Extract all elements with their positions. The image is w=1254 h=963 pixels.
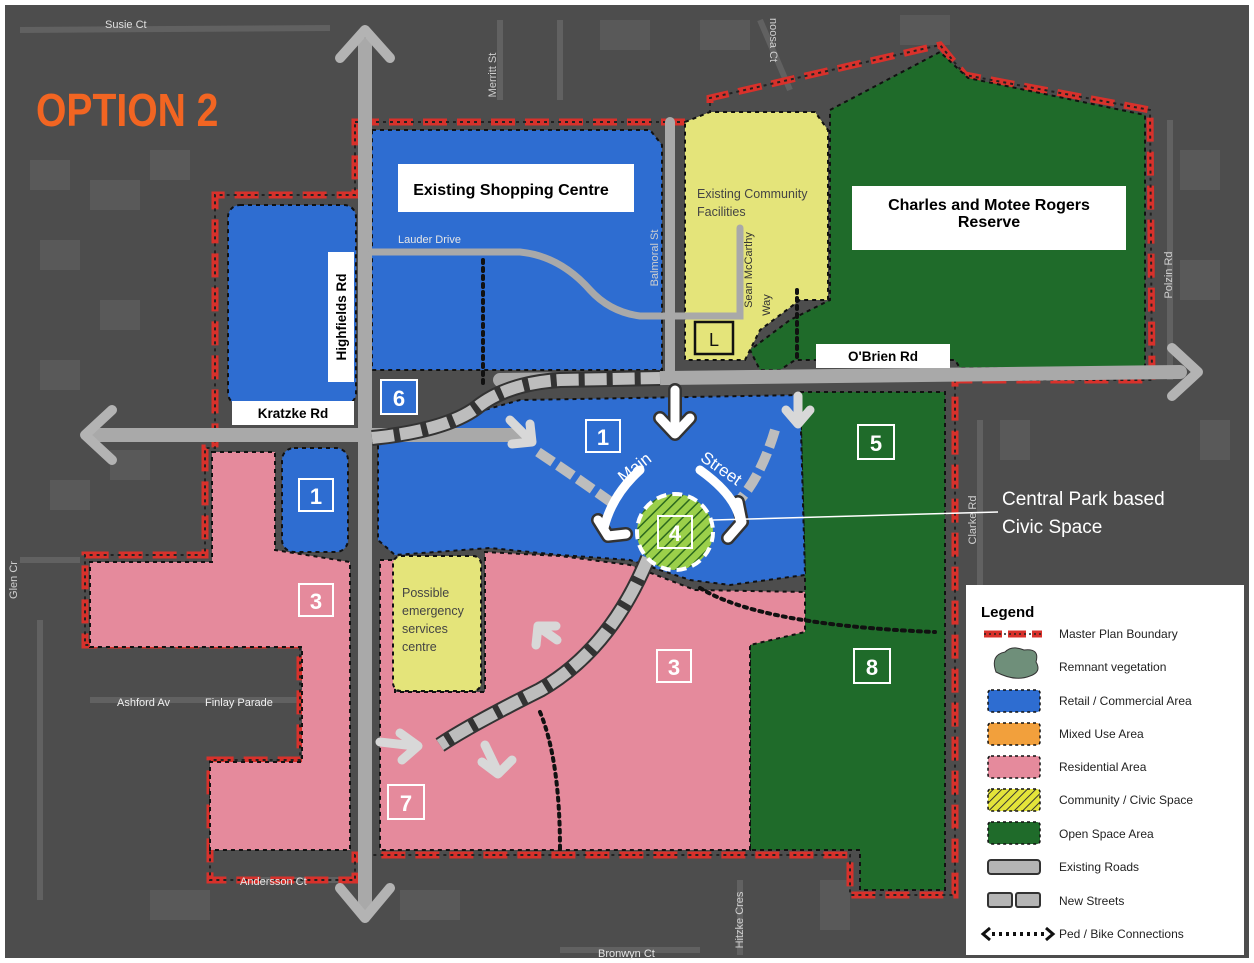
area-number-3-central: 3 [668,655,680,680]
clarke-rd-label: Clarke Rd [967,496,979,545]
legend-swatch-community [987,788,1041,812]
glen-cr-label: Glen Cr [8,561,20,599]
balmoral-st-label: Balmoral St [649,230,661,287]
legend-label-retail: Retail / Commercial Area [1059,694,1192,708]
andersson-ct-label: Andersson Ct [240,876,307,888]
shopping-centre-label: Existing Shopping Centre [413,182,609,199]
obrien-rd-box [816,344,950,368]
legend-label-mixed-use: Mixed Use Area [1059,727,1144,741]
noosa-ct-label: noosa Ct [767,18,779,62]
option-title: OPTION 2 [36,85,218,137]
sean-mccarthy-label: Sean McCarthy [743,232,755,308]
legend-label-existing-roads: Existing Roads [1059,860,1139,874]
area-number-3-west: 3 [310,589,322,614]
legend-label-ped-bike: Ped / Bike Connections [1059,927,1184,941]
sean-way-label: Way [761,294,773,316]
reserve-label-line1: Charles and Motee Rogers [888,197,1090,214]
shopping-centre-label-box [398,164,634,212]
legend-swatch-open-space [987,821,1041,845]
legend-swatch-residential [987,755,1041,779]
legend-label-new-streets: New Streets [1059,894,1124,908]
area-number-6: 6 [393,386,405,411]
highfields-rd-box [328,252,354,382]
kratzke-rd-label: Kratzke Rd [258,406,329,421]
legend: Legend Master Plan Boundary Remnant vege… [966,585,1244,955]
legend-swatch-retail [987,689,1041,713]
legend-label-boundary: Master Plan Boundary [1059,627,1178,641]
area-number-5: 5 [870,431,882,456]
merritt-st-label: Merritt St [487,53,499,98]
library-label: L [709,330,719,350]
civic-space-park [635,492,715,572]
emergency-label-line2: emergency [402,604,465,618]
legend-label-community: Community / Civic Space [1059,793,1193,807]
road-arrow-heads [80,25,1203,923]
area-number-8: 8 [866,655,878,680]
legend-label-remnant: Remnant vegetation [1059,660,1166,674]
bronwyn-ct-label: Bronwyn Ct [598,948,655,960]
residential-west [89,451,351,851]
civic-callout-line2: Civic Space [1002,517,1102,538]
emergency-label-line4: centre [402,640,437,654]
background-streets [19,18,1173,955]
retail-area-1-west [281,447,349,553]
emergency-label-line1: Possible [402,586,449,600]
community-facilities-area [684,111,829,361]
reserve-label-box [852,186,1126,250]
ashford-av-label: Ashford Av [117,697,170,709]
emergency-label-line3: services [402,622,448,636]
legend-swatch-mixed-use [987,722,1041,746]
legend-title: Legend [981,604,1034,621]
legend-swatch-existing-roads [987,859,1041,875]
area-number-1-west: 1 [310,484,322,509]
polzin-rd-label: Polzin Rd [1163,251,1175,298]
master-plan-boundary [81,41,1156,899]
finlay-parade-label: Finlay Parade [205,697,273,709]
reserve-label-line2: Reserve [958,214,1020,231]
area-number-7: 7 [400,791,412,816]
area-number-4: 4 [669,521,682,546]
background-houses [30,15,1230,930]
highfields-rd-label: Highfields Rd [334,274,349,361]
legend-swatch-remnant [993,647,1039,679]
civic-callout-line1: Central Park based [1002,489,1165,510]
legend-swatch-new-streets [987,892,1041,908]
library-marker [693,320,735,356]
susie-ct-label: Susie Ct [105,19,147,31]
community-label-line2: Facilities [697,205,746,219]
ped-bike-connections [481,258,937,852]
legend-label-open-space: Open Space Area [1059,827,1154,841]
area-number-1-main: 1 [597,425,609,450]
kratzke-rd-box [232,401,354,425]
hitzke-cres-label: Hitzke Cres [734,891,746,948]
community-label-line1: Existing Community [697,187,808,201]
obrien-rd-label: O'Brien Rd [848,349,918,364]
legend-label-residential: Residential Area [1059,760,1147,774]
lauder-drive-label: Lauder Drive [398,234,461,246]
residential-central [379,550,806,851]
legend-swatch-ped-bike [980,926,1056,942]
